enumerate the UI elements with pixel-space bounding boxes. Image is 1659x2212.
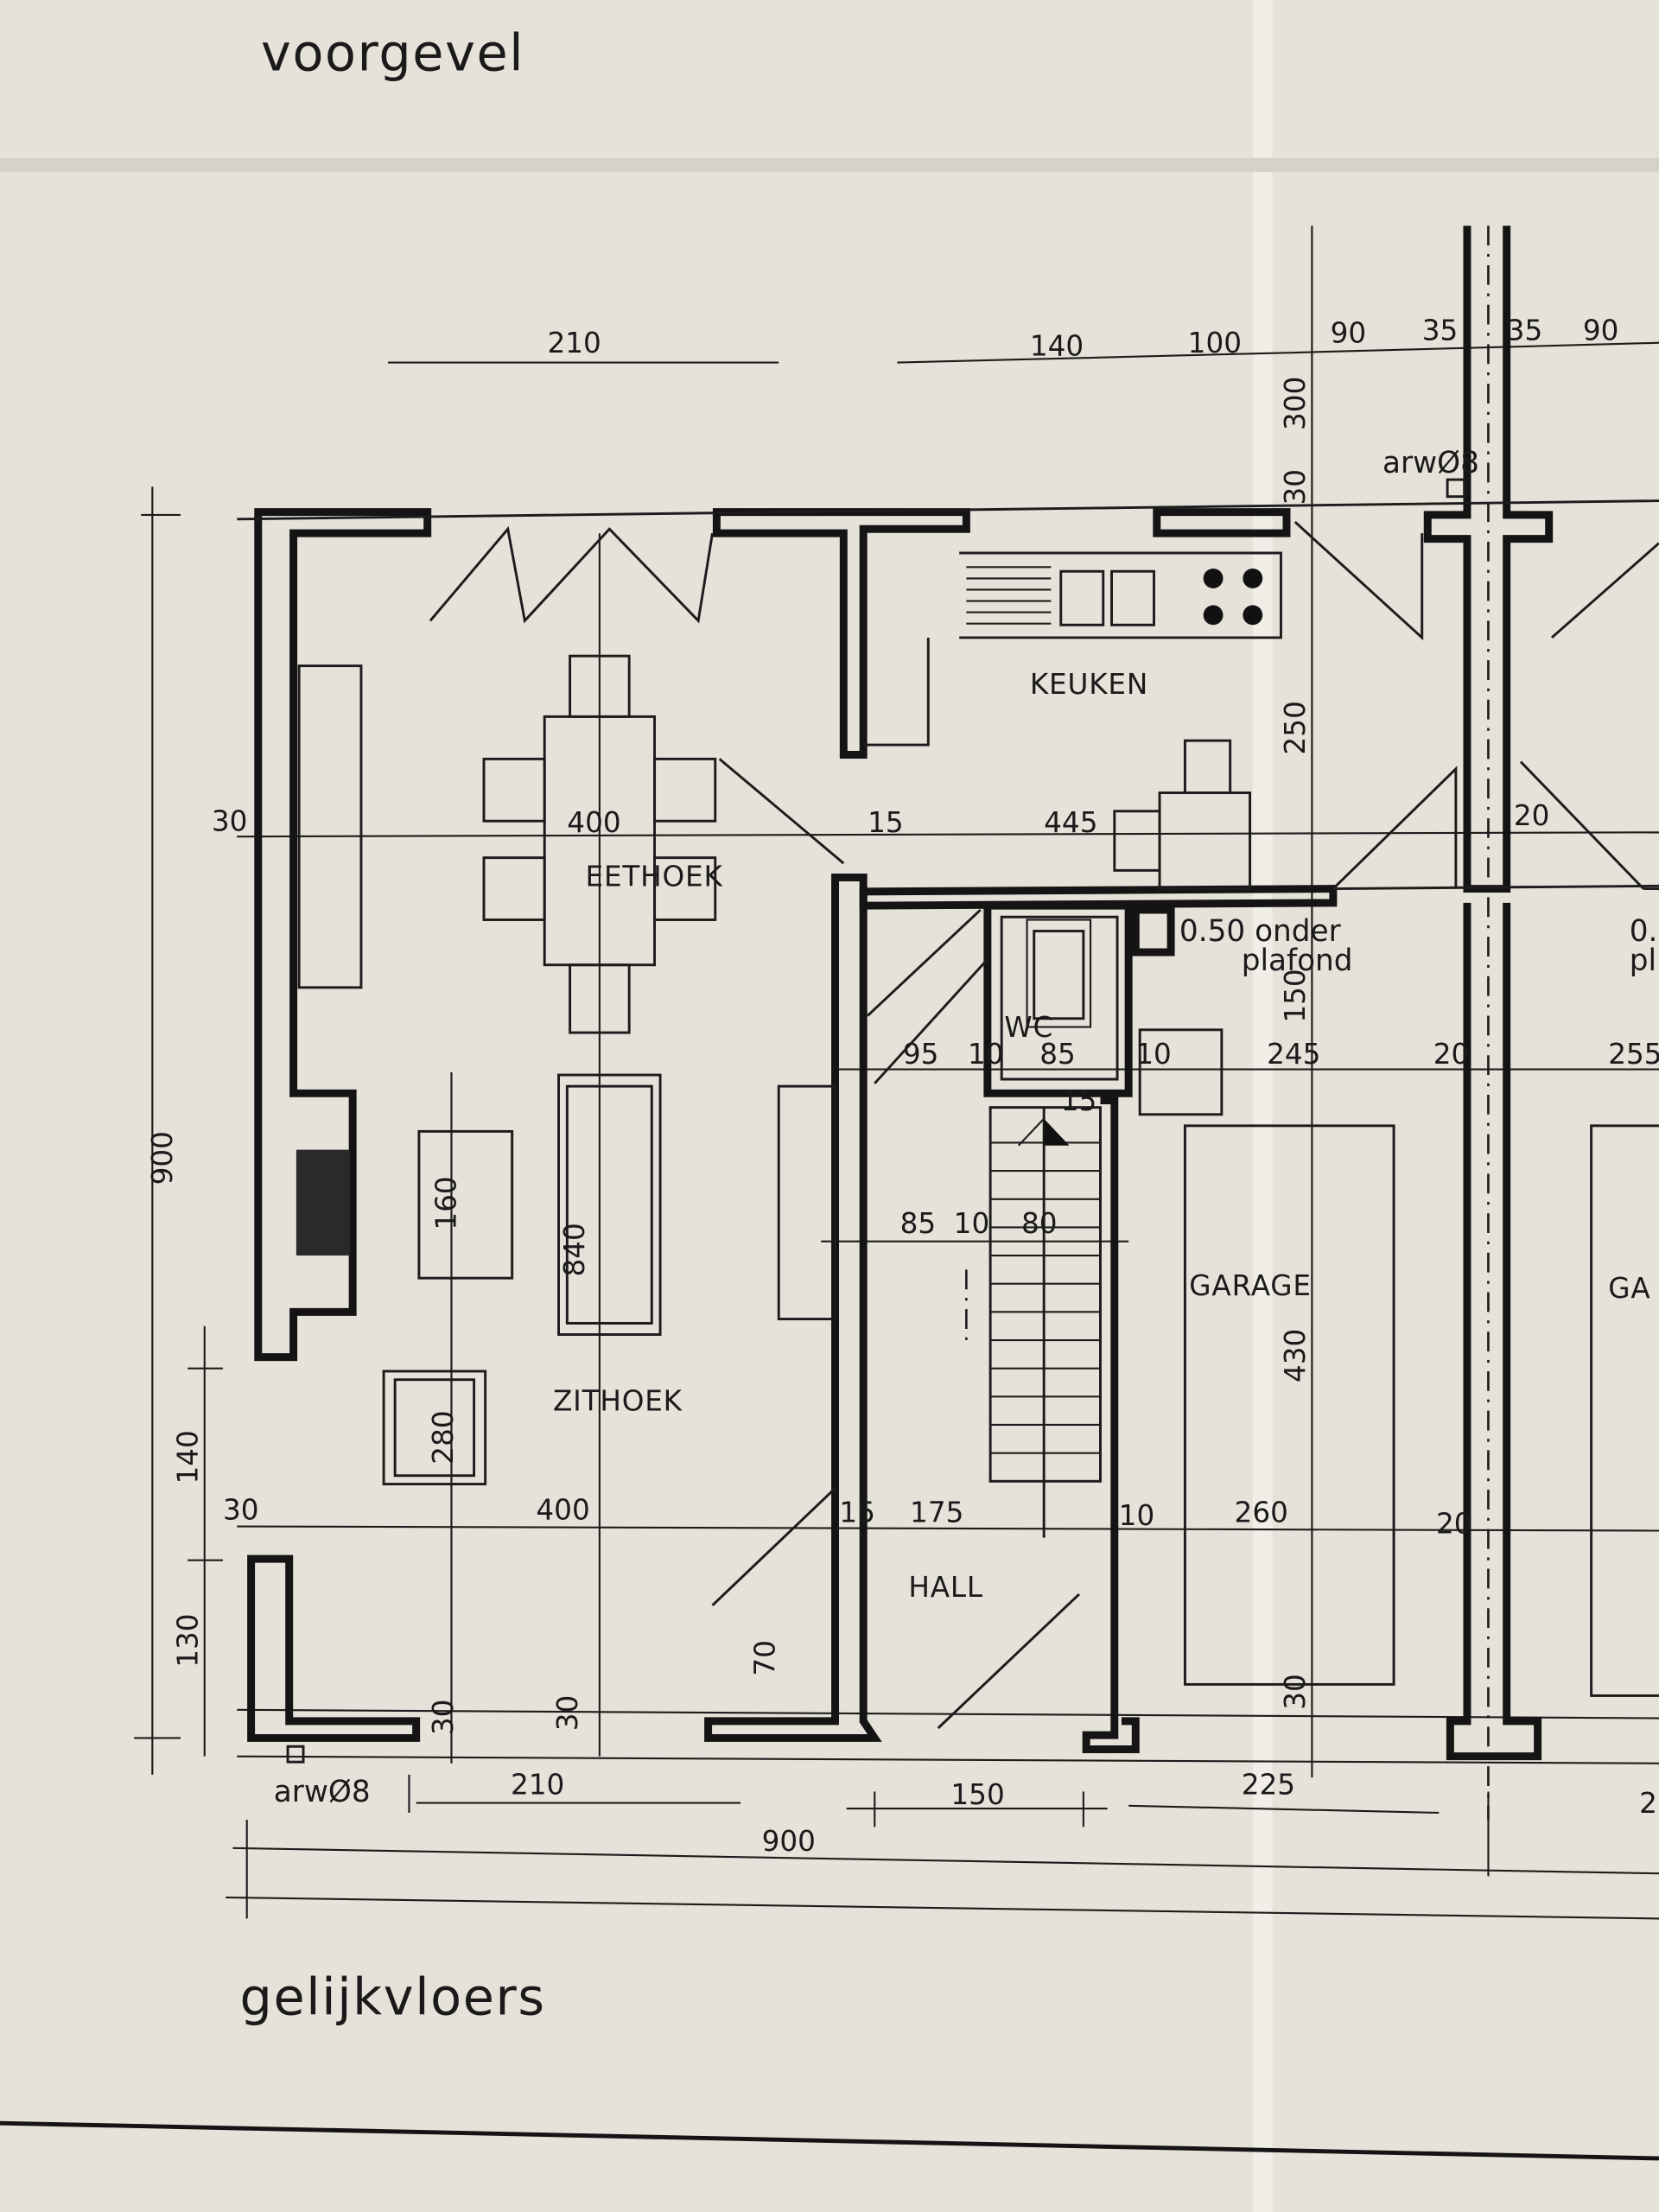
dim-label: 30 bbox=[1279, 1674, 1312, 1710]
ceiling-note: plafond bbox=[1242, 944, 1353, 978]
dim-label: 900 bbox=[762, 1825, 816, 1858]
dim-label: 100 bbox=[1188, 327, 1242, 359]
dim-label: 10 bbox=[1119, 1499, 1155, 1532]
room-label-hall: HALL bbox=[908, 1571, 983, 1604]
dim-label: 150 bbox=[950, 1778, 1004, 1811]
garage-car-outline bbox=[1183, 1124, 1395, 1686]
dim-label: 10 bbox=[968, 1038, 1004, 1071]
dim-label: 400 bbox=[567, 806, 620, 839]
dim-label: 30 bbox=[551, 1695, 584, 1732]
dim-label: 10 bbox=[1135, 1038, 1172, 1071]
radiator-icon bbox=[296, 1149, 350, 1256]
cabinet bbox=[777, 1084, 836, 1320]
vertical-fold bbox=[1252, 0, 1273, 2212]
top-dimensions: 210 140 100 90 35 35 90 bbox=[547, 314, 1618, 362]
sheet-border-line bbox=[0, 2120, 1659, 2161]
dim-label: 30 bbox=[427, 1700, 460, 1736]
dim-label: 225 bbox=[1242, 1769, 1295, 1802]
dim-label: 160 bbox=[429, 1176, 462, 1230]
dim-label: 140 bbox=[1030, 329, 1084, 362]
dim-label: 900 bbox=[146, 1131, 179, 1185]
anchor-note: arwØ8 bbox=[274, 1775, 371, 1809]
floor-title: gelijkvloers bbox=[240, 1967, 546, 2026]
bottom-dimensions: 210 150 225 900 2 bbox=[511, 1769, 1657, 1858]
living-furniture bbox=[296, 664, 836, 1486]
dim-label: 90 bbox=[1331, 317, 1367, 350]
dim-label: 10 bbox=[954, 1207, 990, 1240]
dim-label: 245 bbox=[1267, 1038, 1320, 1071]
dim-label: 85 bbox=[900, 1207, 937, 1240]
dim-label: 300 bbox=[1279, 377, 1312, 430]
sideboard bbox=[297, 664, 363, 989]
room-label-zithoek: ZITHOEK bbox=[553, 1385, 683, 1418]
room-label-keuken: KEUKEN bbox=[1030, 668, 1148, 701]
dim-label: 20 bbox=[1433, 1038, 1470, 1071]
ceiling-note: 0.50 onder bbox=[1179, 914, 1342, 949]
dim-label: 15 bbox=[1061, 1084, 1097, 1117]
dining-table bbox=[482, 654, 717, 1034]
anchor-note: arwØ8 bbox=[1382, 446, 1479, 480]
row-dimensions: 30 400 15 445 20 95 10 85 10 245 20 255 … bbox=[212, 799, 1659, 1541]
dim-label: 90 bbox=[1583, 314, 1619, 346]
dim-label: 30 bbox=[223, 1493, 259, 1526]
toilet-icon bbox=[1033, 930, 1085, 1020]
coffee-table bbox=[417, 1129, 514, 1280]
dim-label: 250 bbox=[1279, 701, 1312, 754]
room-label-wc: WC bbox=[1004, 1011, 1053, 1044]
dim-label: 400 bbox=[536, 1493, 589, 1526]
dim-label: 20 bbox=[1514, 799, 1550, 832]
dim-label: 210 bbox=[547, 327, 601, 359]
horizontal-fold bbox=[0, 157, 1659, 173]
sofa bbox=[557, 1073, 662, 1336]
vertical-dimensions: 300 30 250 150 430 30 900 140 130 160 84… bbox=[146, 377, 1312, 1736]
dim-label: 130 bbox=[172, 1613, 205, 1667]
dim-label: 210 bbox=[511, 1769, 564, 1802]
walls bbox=[237, 226, 1659, 1821]
room-label-garage: GARAGE bbox=[1189, 1269, 1312, 1302]
dim-label: 35 bbox=[1507, 314, 1543, 346]
dim-label: 445 bbox=[1044, 806, 1097, 839]
dim-label: 95 bbox=[903, 1038, 939, 1071]
dim-label: 85 bbox=[1039, 1038, 1076, 1071]
ceiling-note-neighbor: pl bbox=[1630, 944, 1656, 978]
dim-label: 30 bbox=[212, 805, 248, 838]
anchor-marker bbox=[286, 1745, 305, 1764]
dim-label: 2 bbox=[1639, 1787, 1657, 1820]
armchair bbox=[382, 1370, 487, 1486]
ceiling-note-neighbor: 0.5 bbox=[1630, 914, 1659, 949]
dim-label: 140 bbox=[172, 1430, 205, 1484]
dim-label: 15 bbox=[868, 806, 904, 839]
dim-label: 260 bbox=[1235, 1497, 1288, 1529]
elevation-title: voorgevel bbox=[261, 23, 524, 83]
stove-icon bbox=[1203, 568, 1263, 626]
dim-label: 150 bbox=[1279, 969, 1312, 1022]
toilet-outline bbox=[1026, 918, 1092, 1028]
sink-basin bbox=[1059, 569, 1105, 626]
dim-label: 840 bbox=[558, 1223, 591, 1276]
dim-label: 35 bbox=[1422, 314, 1459, 346]
room-label-eethoek: EETHOEK bbox=[586, 860, 724, 893]
dim-label: 30 bbox=[1279, 469, 1312, 505]
drainboard bbox=[966, 566, 1052, 625]
dim-label: 15 bbox=[839, 1497, 875, 1529]
dim-label: 80 bbox=[1021, 1207, 1058, 1240]
sink-basin bbox=[1110, 569, 1155, 626]
neighbor-car-outline bbox=[1590, 1124, 1659, 1697]
room-label-garage-neighbor: GA bbox=[1608, 1272, 1650, 1305]
dim-label: 280 bbox=[427, 1410, 460, 1464]
anchor-marker bbox=[1446, 478, 1466, 499]
dim-label: 175 bbox=[910, 1497, 963, 1529]
kitchen-counter bbox=[863, 551, 1282, 747]
dim-label: 255 bbox=[1608, 1038, 1659, 1071]
dim-label: 20 bbox=[1436, 1508, 1472, 1541]
dim-label: 70 bbox=[748, 1640, 781, 1676]
openings bbox=[429, 520, 1659, 1730]
dimension-lines bbox=[134, 226, 1659, 1920]
wc-cabinet bbox=[1138, 1028, 1224, 1116]
kitchen-table bbox=[1113, 739, 1251, 891]
dim-label: 430 bbox=[1279, 1329, 1312, 1382]
